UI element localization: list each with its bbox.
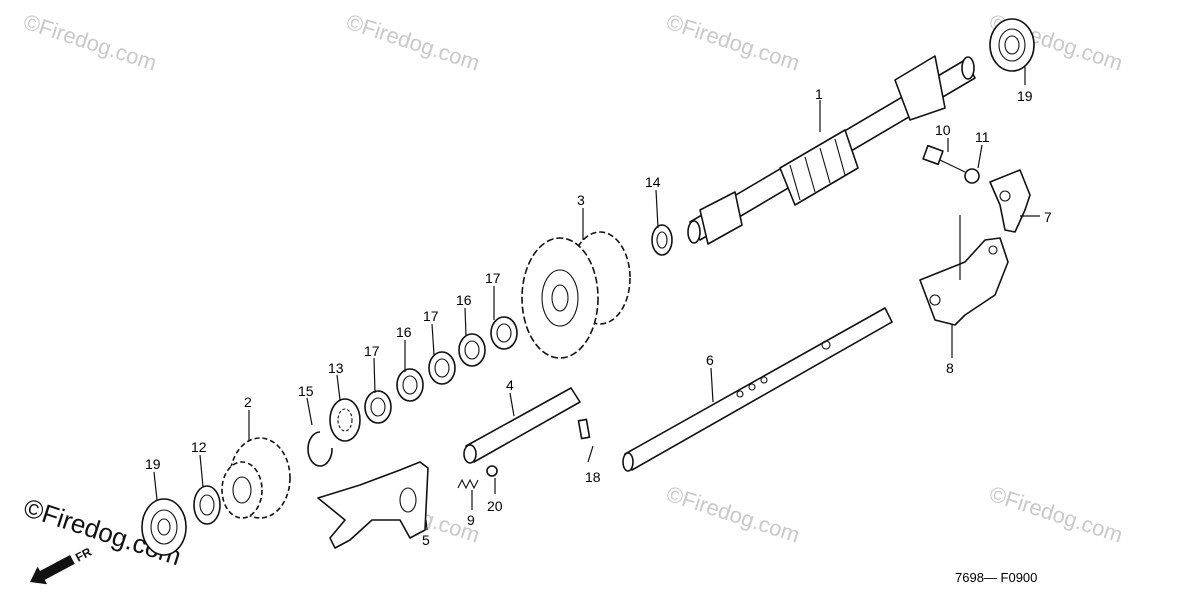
diagram-code: 7698— F0900 (955, 570, 1037, 585)
callout-17-b: 17 (423, 308, 439, 324)
callout-8: 8 (946, 360, 954, 376)
part-8-plate (919, 215, 1009, 326)
callout-3: 3 (577, 192, 585, 208)
part-19-bearing-top (989, 18, 1035, 72)
part-16-needle-bearing-b (396, 368, 424, 402)
callout-20: 20 (487, 498, 503, 514)
part-3-cluster-gear (521, 231, 631, 359)
part-2-gear (221, 437, 291, 519)
part-15-circlip (307, 431, 333, 467)
callout-4: 4 (506, 377, 514, 393)
callout-12: 12 (191, 439, 207, 455)
part-13-splined-washer (329, 398, 361, 442)
part-16-needle-bearing-a (458, 333, 486, 367)
callout-11: 11 (975, 129, 990, 145)
part-4-fork-shaft (463, 387, 581, 464)
callout-17-a: 17 (485, 270, 501, 286)
callout-1: 1 (815, 86, 823, 102)
callout-14: 14 (645, 174, 661, 190)
part-6-shift-drum-shaft (622, 307, 893, 472)
part-10-bolt (922, 144, 966, 173)
direction-label: FR (73, 545, 94, 565)
leader-lines (153, 65, 1040, 531)
callout-16-a: 16 (456, 292, 472, 308)
part-9-spring (457, 478, 479, 490)
watermark: ©Firedog.com (663, 481, 802, 548)
callout-7: 7 (1044, 209, 1052, 225)
watermark: ©Firedog.com (663, 9, 802, 76)
part-19-bearing-bottom (141, 498, 187, 556)
part-20-ball (486, 465, 498, 477)
part-5-shift-fork (317, 461, 429, 549)
part-7-arm (989, 169, 1031, 233)
watermark: ©Firedog.com (20, 9, 159, 76)
front-direction-arrow: FR (30, 545, 94, 585)
callout-labels: 1 19 10 11 7 14 3 17 16 17 16 17 13 15 2… (145, 86, 1052, 548)
part-11-washer (964, 168, 980, 184)
part-14-washer (651, 224, 673, 256)
part-1-main-shaft (687, 55, 976, 245)
part-12-washer (193, 485, 221, 525)
callout-13: 13 (328, 360, 344, 376)
callout-17-c: 17 (364, 343, 380, 359)
part-17-bushing-a (490, 316, 518, 350)
callout-15: 15 (298, 383, 314, 399)
callout-5: 5 (422, 532, 430, 548)
part-18-pin (577, 418, 591, 440)
callout-10: 10 (935, 122, 951, 138)
callout-9: 9 (467, 512, 475, 528)
callout-2: 2 (244, 394, 252, 410)
arrow-left-icon (30, 555, 75, 585)
callout-19-bottom: 19 (145, 456, 161, 472)
watermark: ©Firedog.com (343, 9, 482, 76)
callout-18: 18 (585, 469, 601, 485)
callout-19-top: 19 (1017, 88, 1033, 104)
callout-6: 6 (706, 352, 714, 368)
watermark: ©Firedog.com (986, 481, 1125, 548)
part-17-bushing-c (364, 390, 392, 424)
callout-16-b: 16 (396, 324, 412, 340)
part-17-bushing-b (428, 351, 456, 385)
